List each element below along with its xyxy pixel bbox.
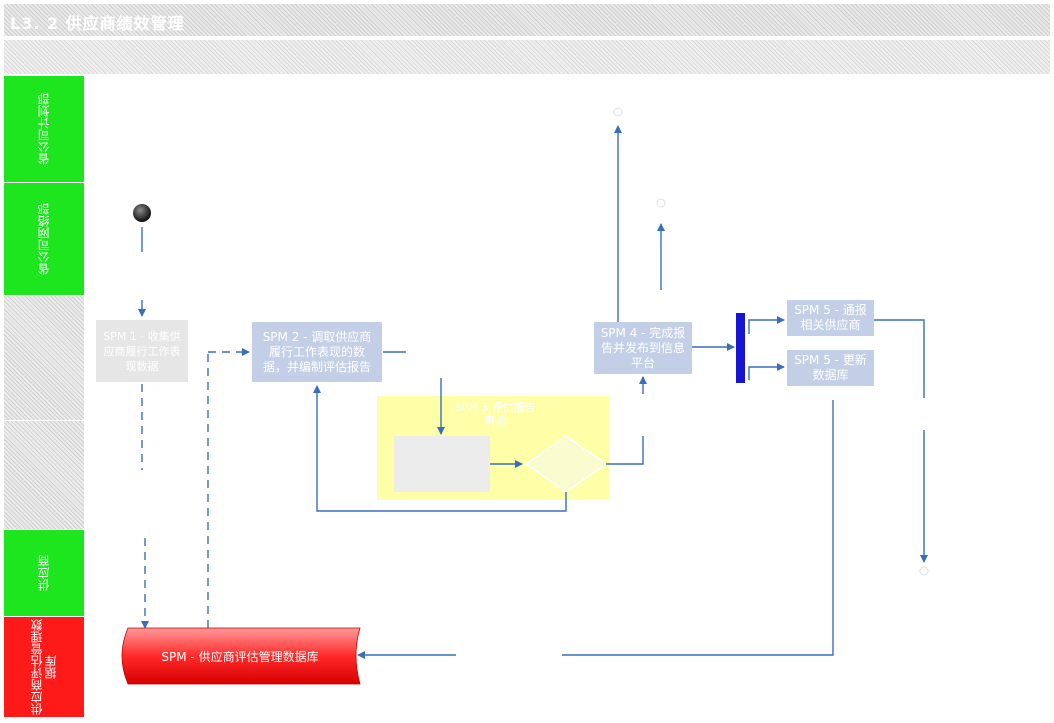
database-label: SPM - 供应商评估管理数据库 xyxy=(161,650,319,664)
spm5-update-box: SPM 5 - 更新 数据库 xyxy=(787,350,874,386)
database-shape xyxy=(121,627,361,685)
end-marker-network xyxy=(656,198,666,208)
sync-bar xyxy=(736,313,745,383)
decision-diamond xyxy=(524,435,608,493)
approval-step-box xyxy=(394,436,490,492)
end-marker-planning xyxy=(613,107,623,117)
notify-to-supplier xyxy=(874,319,925,398)
spm4-box: SPM 4 - 完成报 告并发布到信息 平台 xyxy=(594,322,692,374)
subtitle-bar xyxy=(4,40,1050,74)
page-title: L3. 2 供应商绩效管理 xyxy=(10,14,185,33)
sync-to-notify xyxy=(748,316,785,334)
approve-to-spm4 xyxy=(606,436,644,465)
lane-database: 供应商评估管理数据库 xyxy=(4,617,84,718)
update-to-database xyxy=(562,400,834,656)
title-bar: L3. 2 供应商绩效管理 xyxy=(4,4,1050,36)
spm5-notify-box: SPM 5 - 通报 相关供应商 xyxy=(787,300,874,336)
lane-network: 省公司网络部 xyxy=(4,183,84,296)
lane-planning: 省公司计划部 xyxy=(4,76,84,183)
lane-grey-2 xyxy=(4,421,84,530)
end-marker-supplier xyxy=(919,566,929,576)
sync-to-update xyxy=(748,363,785,380)
spm1-box: SPM 1 - 收集供应商履行工作表现数据 xyxy=(96,320,188,382)
approval-group-title: SPM 3 评估报告 审批 xyxy=(454,401,536,427)
start-node xyxy=(133,204,151,222)
reject-loop xyxy=(313,385,567,512)
spm2-box: SPM 2 - 调取供应商 履行工作表现的数 据，并编制评估报告 xyxy=(252,322,382,382)
lane-supplier: 供应商 xyxy=(4,530,84,617)
lane-grey-1 xyxy=(4,296,84,421)
